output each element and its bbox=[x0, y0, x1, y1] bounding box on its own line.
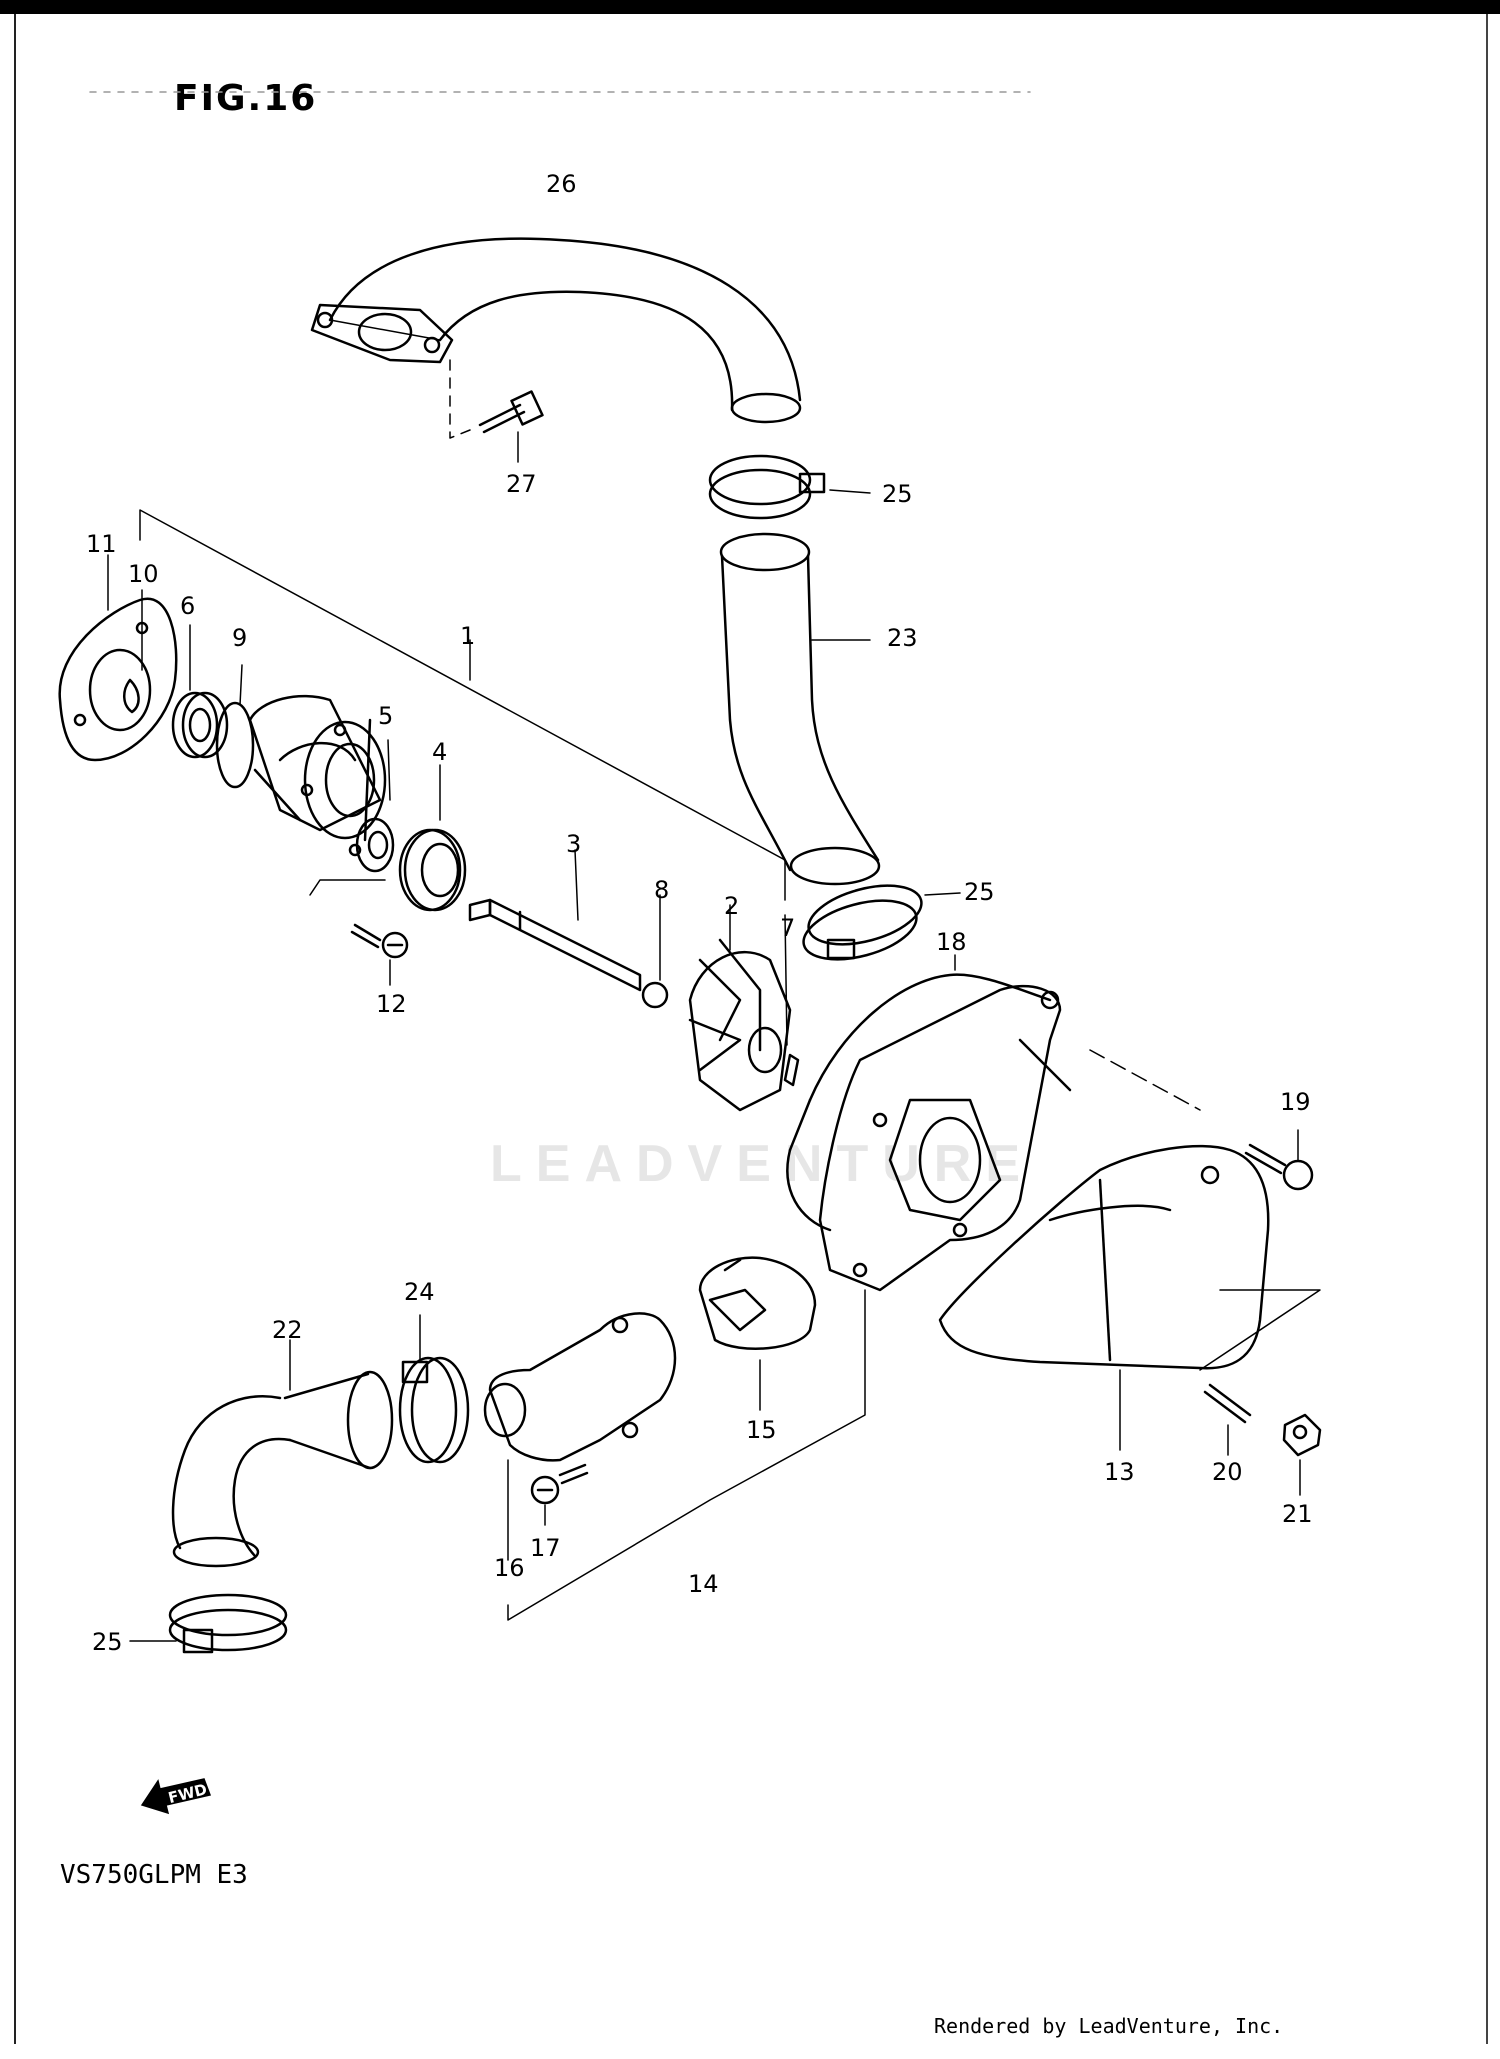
callout-9: 9 bbox=[232, 624, 248, 652]
callout-23: 23 bbox=[887, 624, 918, 652]
part-11-gasket bbox=[58, 554, 178, 762]
callout-19: 19 bbox=[1280, 1088, 1311, 1116]
fwd-label: FWD bbox=[166, 1780, 208, 1807]
callout-20: 20 bbox=[1212, 1458, 1243, 1486]
part-23-hose bbox=[719, 532, 881, 886]
figure-title: FIG.16 bbox=[174, 78, 318, 119]
model-code: VS750GLPM E3 bbox=[60, 1860, 248, 1890]
watermark: LEADVENTURE bbox=[490, 1135, 1035, 1193]
pump-cover bbox=[818, 984, 1072, 1292]
callout-16: 16 bbox=[494, 1554, 525, 1582]
part-7-pin bbox=[783, 914, 800, 1087]
part-24-clamp bbox=[398, 1314, 470, 1464]
callout-11: 11 bbox=[86, 530, 117, 558]
callout-7: 7 bbox=[780, 914, 796, 942]
top-border bbox=[0, 0, 1500, 14]
part-21-nut bbox=[1282, 1413, 1322, 1496]
part-8-washer bbox=[641, 894, 669, 1009]
callout-24: 24 bbox=[404, 1278, 435, 1306]
callout-4: 4 bbox=[432, 738, 448, 766]
callout-10: 10 bbox=[128, 560, 159, 588]
callout-25-middle: 25 bbox=[964, 878, 995, 906]
right-border bbox=[1486, 14, 1488, 2044]
callout-21: 21 bbox=[1282, 1500, 1313, 1528]
part-2-impeller bbox=[688, 904, 792, 1112]
part-25-clamp-lower bbox=[129, 1593, 288, 1654]
part-18-o-ring bbox=[786, 954, 1052, 1232]
callout-22: 22 bbox=[272, 1316, 303, 1344]
callout-3: 3 bbox=[566, 830, 582, 858]
part-22-elbow-hose bbox=[171, 1339, 394, 1568]
part-17-screw bbox=[530, 1463, 589, 1526]
part-5-seal bbox=[355, 739, 395, 873]
fwd-arrow-icon: FWD bbox=[140, 1778, 212, 1815]
part-15-thermostat bbox=[698, 1256, 817, 1411]
callout-5: 5 bbox=[378, 702, 394, 730]
pump-housing bbox=[248, 694, 387, 857]
part-6-bearing bbox=[171, 624, 229, 759]
callout-8: 8 bbox=[654, 876, 670, 904]
callout-17: 17 bbox=[530, 1534, 561, 1562]
callout-25-lower: 25 bbox=[92, 1628, 123, 1656]
part-26-pipe bbox=[310, 237, 802, 424]
assembly-1-bracket bbox=[139, 509, 786, 901]
part-9-ring bbox=[215, 664, 255, 789]
part-19-bolt bbox=[1244, 1129, 1314, 1191]
callout-14: 14 bbox=[688, 1570, 719, 1598]
part-12-screw bbox=[309, 879, 409, 986]
part-10-circlip bbox=[123, 589, 143, 714]
callout-2: 2 bbox=[724, 892, 740, 920]
left-border bbox=[14, 14, 16, 2044]
part-16-thermostat-cover bbox=[483, 1312, 677, 1561]
render-credit: Rendered by LeadVenture, Inc. bbox=[934, 2014, 1284, 2038]
part-13-cover-plate bbox=[938, 1049, 1321, 1451]
part-25-clamp-middle bbox=[802, 884, 961, 961]
callout-27: 27 bbox=[506, 470, 537, 498]
part-25-clamp-upper bbox=[708, 454, 871, 520]
part-27-bolt bbox=[449, 359, 544, 463]
assembly-14-bracket bbox=[507, 1289, 866, 1621]
part-20-stud bbox=[1203, 1383, 1252, 1456]
callout-1: 1 bbox=[460, 622, 476, 650]
callout-25-upper: 25 bbox=[882, 480, 913, 508]
callout-18: 18 bbox=[936, 928, 967, 956]
callout-15: 15 bbox=[746, 1416, 777, 1444]
part-4-mech-seal bbox=[398, 764, 467, 912]
callout-13: 13 bbox=[1104, 1458, 1135, 1486]
callout-26: 26 bbox=[546, 170, 577, 198]
callout-6: 6 bbox=[180, 592, 196, 620]
callout-12: 12 bbox=[376, 990, 407, 1018]
part-3-shaft bbox=[468, 849, 642, 992]
